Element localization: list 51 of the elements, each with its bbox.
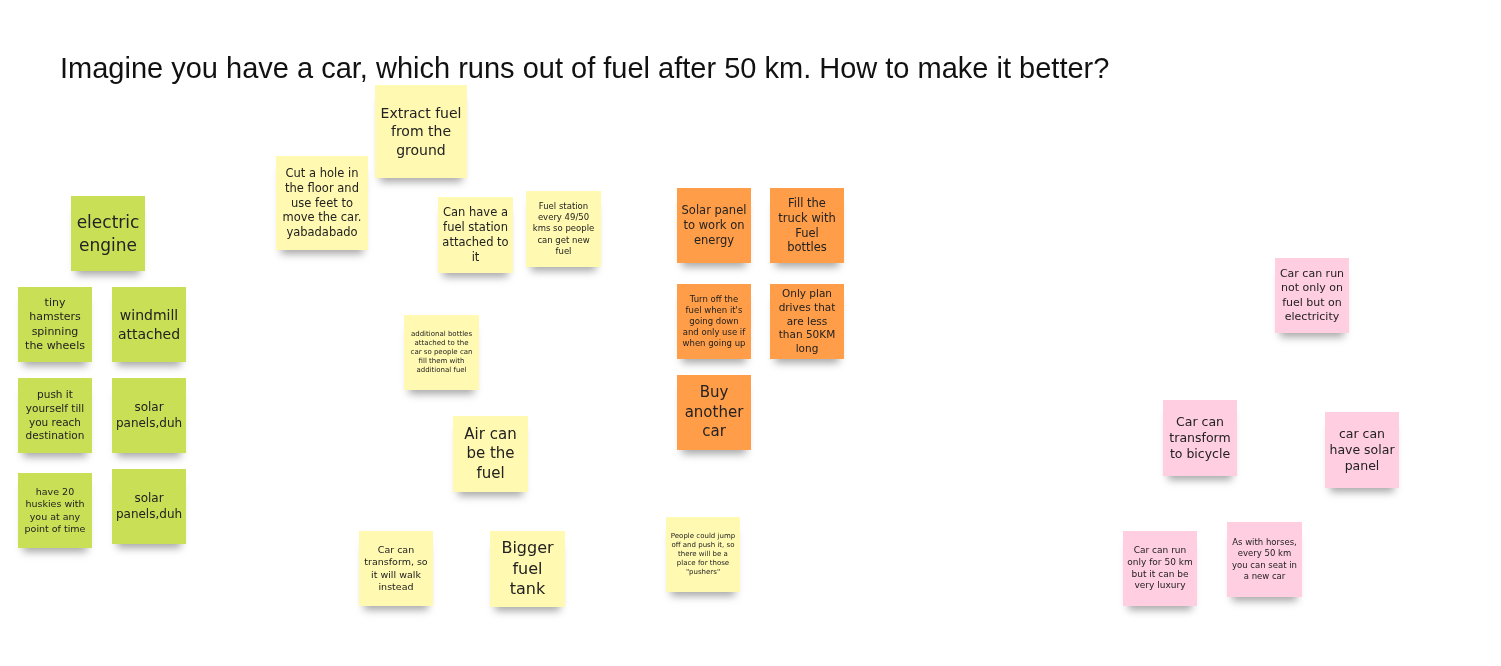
sticky-note: [453, 416, 528, 492]
note-text: car can have solar panel: [1329, 425, 1395, 475]
note-text: As with horses, every 50 km you can seat in a new car: [1231, 537, 1298, 582]
note-text: Fuel station every 49/50 kms so people can get new fuel: [531, 201, 596, 257]
note-text: Car can transform, so it will walk instead: [363, 543, 429, 594]
sticky-note: [18, 378, 92, 453]
note-text: tiny hamsters spinning the wheels: [24, 295, 86, 354]
note-text: Fill the truck with Fuel bottles: [777, 195, 837, 256]
note-text: Can have a fuel station attached to it: [442, 205, 509, 265]
note-text: solar panels,duh: [115, 399, 183, 432]
note-text: Cut a hole in the floor and use feet to move the car. yabadabado: [281, 165, 363, 241]
note-text: have 20 huskies with you at any point of time: [23, 485, 87, 536]
sticky-note: [677, 375, 751, 450]
note-text: Car can run only for 50 km but it can be very luxury: [1127, 545, 1193, 592]
sticky-note: [112, 287, 186, 362]
sticky-note: [359, 531, 433, 606]
sticky-note: [375, 85, 467, 178]
sticky-note: [770, 284, 844, 359]
sticky-note: [526, 191, 601, 267]
sticky-note: [677, 284, 751, 359]
note-text: Buy another car: [683, 383, 745, 442]
note-text: Car can transform to bicycle: [1168, 413, 1232, 463]
note-text: Solar panel to work on energy: [681, 203, 747, 248]
note-text: electric engine: [75, 211, 141, 256]
sticky-note: [1123, 531, 1197, 606]
sticky-note: [18, 473, 92, 548]
sticky-note: [1325, 412, 1399, 488]
note-text: Turn off the fuel when it's going down and only use if when going up: [681, 293, 747, 350]
sticky-note: [1227, 522, 1302, 597]
sticky-note: [438, 197, 513, 273]
sticky-note: [770, 188, 844, 263]
sticky-note: [677, 188, 751, 263]
note-text: Car can run not only on fuel but on electricity: [1279, 266, 1345, 325]
board-title: Imagine you have a car, which runs out of fuel after 50 km. How to make it better?: [60, 52, 1110, 85]
sticky-note: [1275, 258, 1349, 333]
sticky-note: [404, 315, 479, 390]
sticky-note: [276, 156, 368, 250]
sticky-note: [18, 287, 92, 362]
sticky-note: [71, 196, 145, 271]
sticky-note: [666, 517, 740, 592]
note-text: solar panels,duh: [115, 490, 183, 523]
sticky-note: [112, 378, 186, 453]
note-text: Air can be the fuel: [463, 424, 518, 484]
sticky-note: [1163, 400, 1237, 476]
note-text: Extract fuel from the ground: [379, 104, 463, 159]
note-text: Bigger fuel tank: [500, 537, 555, 601]
note-text: windmill attached: [116, 306, 182, 343]
note-text: Only plan drives that are less than 50KM long: [777, 287, 837, 356]
note-text: push it yourself till you reach destination: [24, 388, 86, 443]
sticky-note: [490, 531, 565, 607]
sticky-note: [112, 469, 186, 544]
